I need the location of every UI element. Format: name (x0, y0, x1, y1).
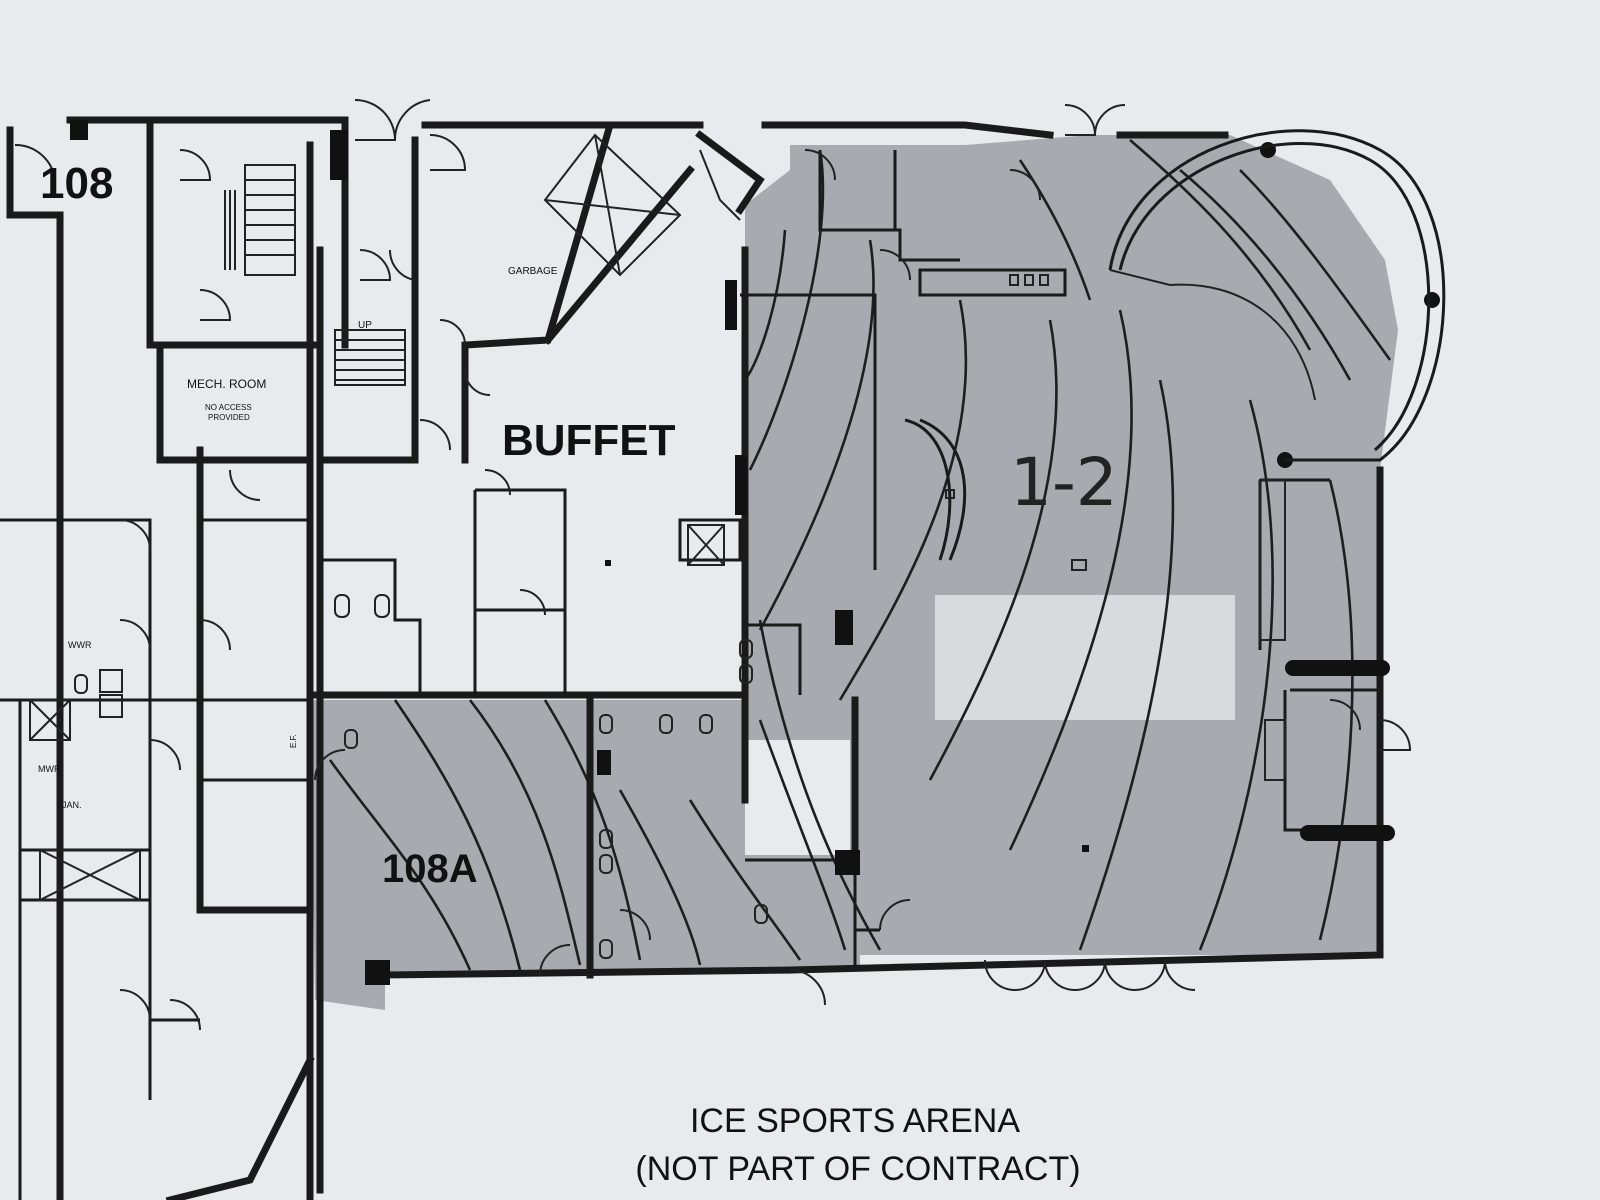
garbage-label: GARBAGE (508, 266, 558, 277)
interior-walls (0, 150, 1380, 1200)
unit-1-2-label: 1-2 (1010, 444, 1118, 521)
ef-label: E.F. (289, 734, 298, 748)
mech-room-note-1: NO ACCESS (205, 403, 252, 412)
garbage-chute (543, 133, 682, 277)
structural-columns (70, 120, 1440, 985)
shaded-area-unit-1-2 (745, 135, 1398, 955)
arena-caption-line-1: ICE SPORTS ARENA (690, 1102, 1020, 1140)
washroom-fixtures (74, 274, 1286, 959)
exterior-walls (6, 116, 1384, 1200)
rotunda (1108, 129, 1446, 462)
hatch-lines-unit-1-2 (743, 139, 1392, 951)
stair-up-label: UP (358, 320, 372, 331)
staircase-up: UP (334, 320, 406, 386)
door-swings (14, 99, 1412, 1031)
mwr-label: MWR (38, 764, 61, 774)
room-108-label: 108 (40, 159, 113, 208)
arena-caption-line-2: (NOT PART OF CONTRACT) (635, 1150, 1080, 1188)
elevator-shafts (29, 524, 725, 901)
buffet-label: BUFFET (502, 416, 676, 465)
jan-label: JAN. (62, 800, 82, 810)
mech-room-note-2: PROVIDED (208, 413, 250, 422)
floor-markers (605, 560, 1089, 852)
room-108a-label: 108A (382, 847, 478, 891)
wwr-label: WWR (68, 640, 92, 650)
staircase-north (224, 164, 296, 276)
mech-room-label: MECH. ROOM (187, 377, 266, 391)
hatch-lines-108a (328, 699, 802, 971)
